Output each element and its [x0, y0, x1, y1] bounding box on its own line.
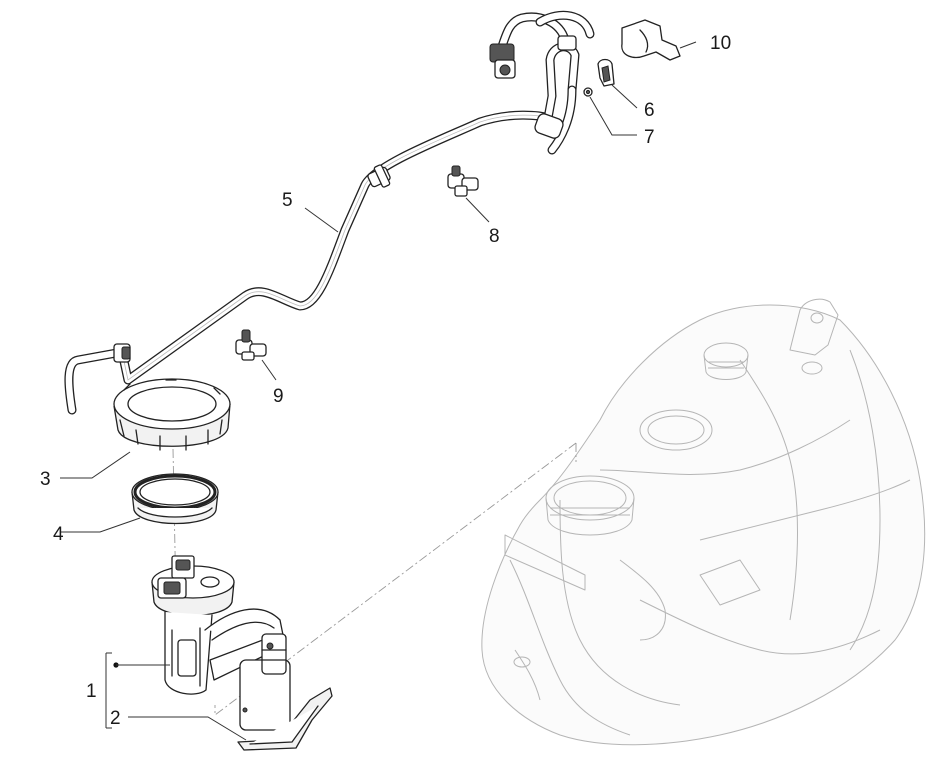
gasket-seal [131, 473, 219, 525]
callout-1: 1 [86, 681, 97, 702]
pump-filter [237, 687, 333, 751]
callout-8: 8 [489, 226, 500, 247]
leader-lines [60, 41, 697, 741]
callout-7: 7 [644, 127, 655, 148]
fuel-pump-assembly [151, 555, 291, 731]
callout-6: 6 [644, 100, 655, 121]
lock-ring [113, 378, 231, 451]
callout-3: 3 [40, 469, 51, 490]
callout-9: 9 [273, 386, 284, 407]
callout-10: 10 [710, 33, 731, 54]
callout-2: 2 [110, 708, 121, 729]
check-valve-upper [447, 165, 479, 197]
hose-clip [597, 58, 615, 87]
callout-5: 5 [282, 190, 293, 211]
screw [583, 87, 593, 97]
assembly-axis-line [214, 442, 577, 716]
fuel-tank [481, 298, 926, 746]
fuel-hose [64, 10, 595, 415]
hose-bracket [621, 19, 681, 61]
callout-4: 4 [53, 524, 64, 545]
check-valve-lower [235, 329, 267, 361]
